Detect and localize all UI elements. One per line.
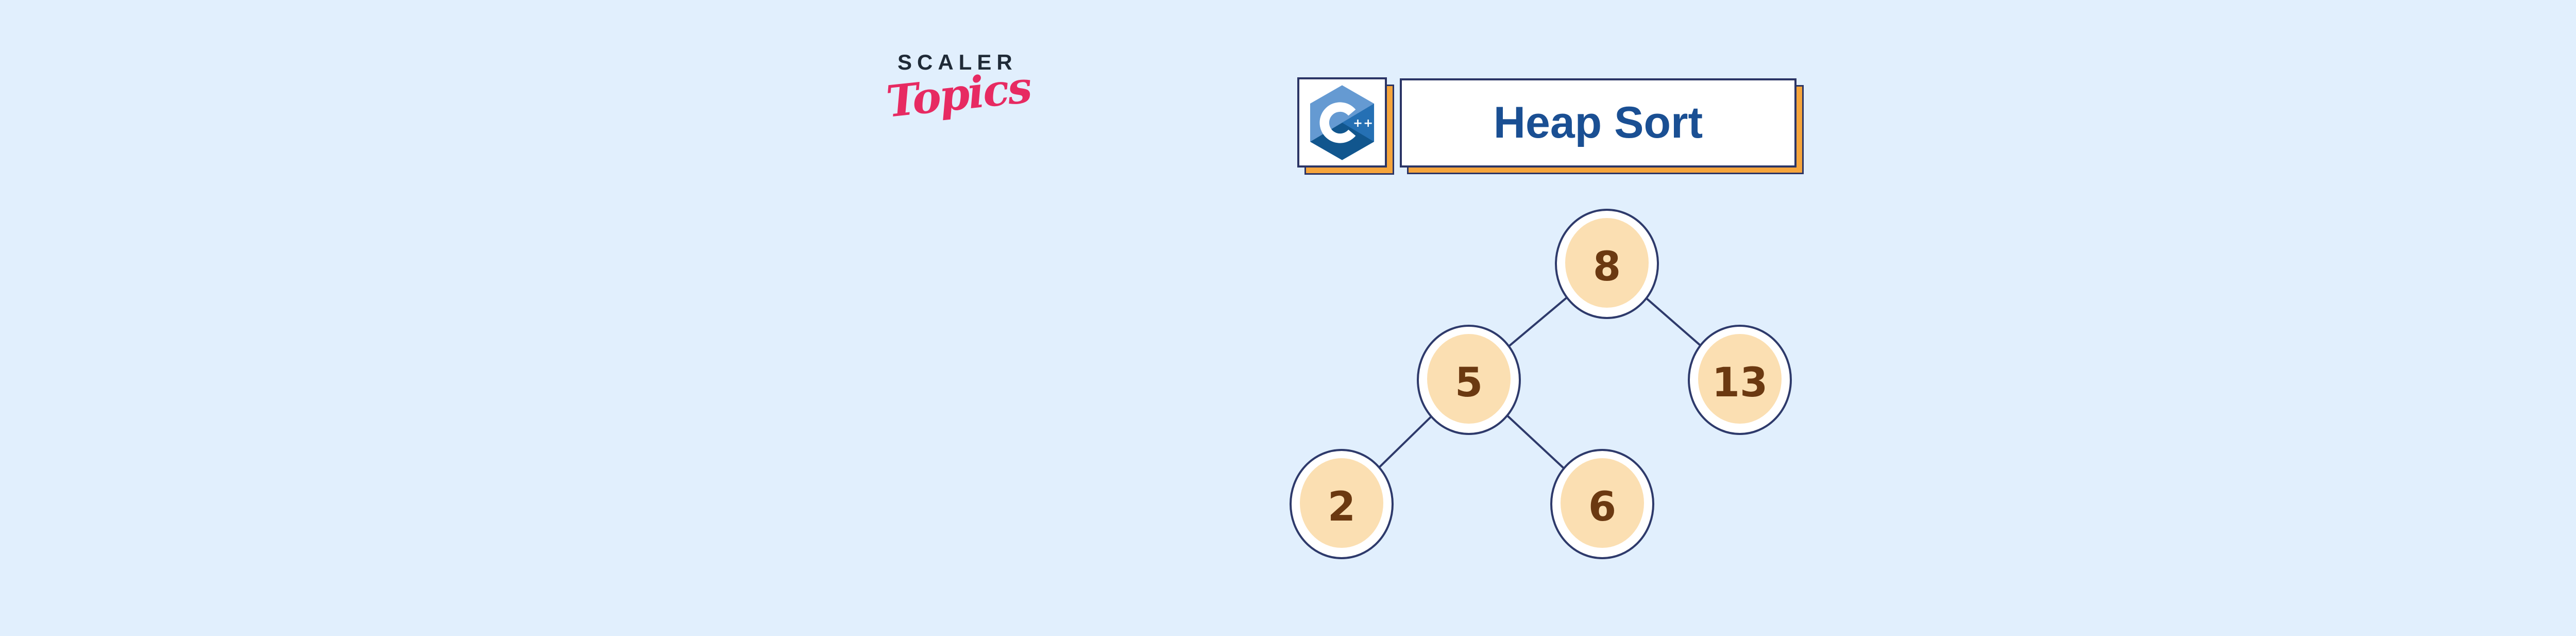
tree-node-13: 13 — [1688, 325, 1792, 435]
tree-node-2: 2 — [1290, 449, 1394, 559]
tree-node-value: 13 — [1712, 360, 1768, 406]
tree-node-value: 8 — [1593, 244, 1621, 290]
tree-node-8: 8 — [1555, 209, 1659, 319]
tree-node-value: 5 — [1455, 360, 1483, 406]
tree-node-fill — [1300, 458, 1383, 548]
tree-node-fill — [1565, 218, 1649, 308]
tree-node-fill — [1427, 334, 1511, 424]
cpp-badge-box: ++ — [1297, 77, 1387, 168]
cpp-plus-plus-text: ++ — [1353, 116, 1374, 129]
cpp-hexagon-mid-facet — [1342, 103, 1375, 142]
cpp-logo-icon: ++ — [1310, 85, 1375, 160]
tree-node-fill — [1698, 334, 1782, 424]
title-box: Heap Sort — [1400, 78, 1797, 168]
tree-node-fill — [1561, 458, 1644, 548]
tree-node-value: 6 — [1588, 484, 1616, 530]
tree-node-value: 2 — [1328, 484, 1355, 530]
tree-node-6: 6 — [1550, 449, 1654, 559]
tree-node-5: 5 — [1417, 325, 1521, 435]
cpp-letter-c — [1319, 102, 1356, 143]
page-title: Heap Sort — [1493, 98, 1703, 147]
scaler-brand-text: SCALER — [897, 50, 1018, 74]
